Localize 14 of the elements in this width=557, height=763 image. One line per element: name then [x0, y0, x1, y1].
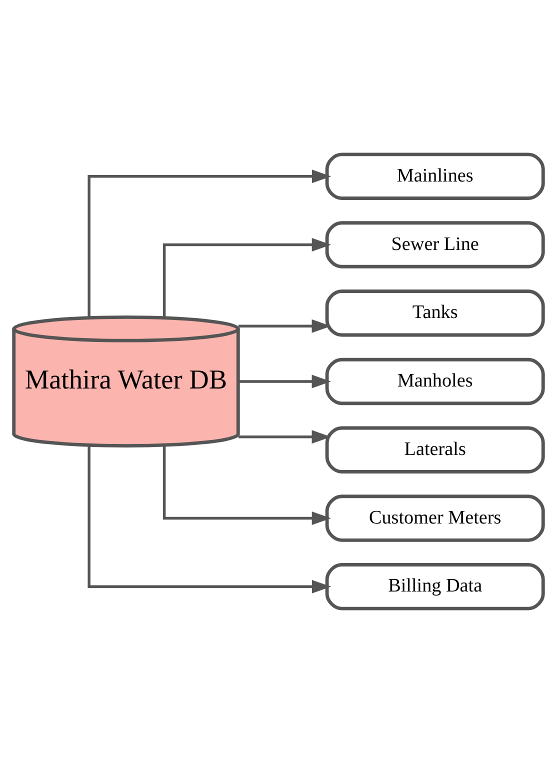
arrow [238, 374, 331, 388]
node-box: Customer Meters [325, 494, 545, 542]
node-box: Manholes [325, 358, 545, 406]
arrow [162, 446, 332, 525]
node-box: Mainlines [325, 152, 545, 200]
arrow [238, 430, 331, 444]
arrow [238, 319, 331, 333]
node-box: Billing Data [325, 563, 545, 610]
arrow [162, 238, 332, 318]
node-box: Tanks [325, 290, 545, 337]
arrow [88, 170, 332, 318]
node-box: Sewer Line [325, 221, 545, 268]
arrow [88, 446, 332, 594]
node-box: Laterals [325, 426, 545, 474]
